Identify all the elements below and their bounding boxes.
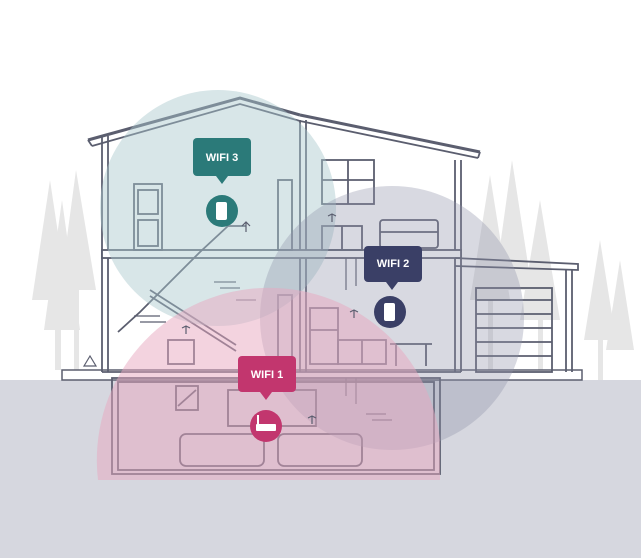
router-body bbox=[256, 424, 276, 431]
wifi-3-badge bbox=[193, 138, 251, 176]
wifi-2-marker[interactable]: WIFI 2 bbox=[364, 246, 422, 328]
wifi-3-label: WIFI 3 bbox=[206, 152, 238, 164]
mesh-extender-body bbox=[384, 303, 395, 321]
mesh-extender-body bbox=[216, 202, 227, 220]
wifi-1-badge bbox=[238, 356, 296, 392]
wifi-1-badge-pointer bbox=[260, 392, 272, 400]
wifi-2-badge bbox=[364, 246, 422, 282]
wifi-2-badge-pointer bbox=[386, 282, 398, 290]
wifi-3-marker[interactable]: WIFI 3 bbox=[193, 138, 251, 227]
background-trees bbox=[32, 160, 634, 380]
wifi-2-label: WIFI 2 bbox=[377, 258, 409, 270]
wifi-1-label: WIFI 1 bbox=[251, 369, 283, 381]
wifi-3-badge-pointer bbox=[216, 176, 228, 184]
wifi-1-marker[interactable]: WIFI 1 bbox=[238, 356, 296, 442]
plants bbox=[82, 213, 359, 424]
